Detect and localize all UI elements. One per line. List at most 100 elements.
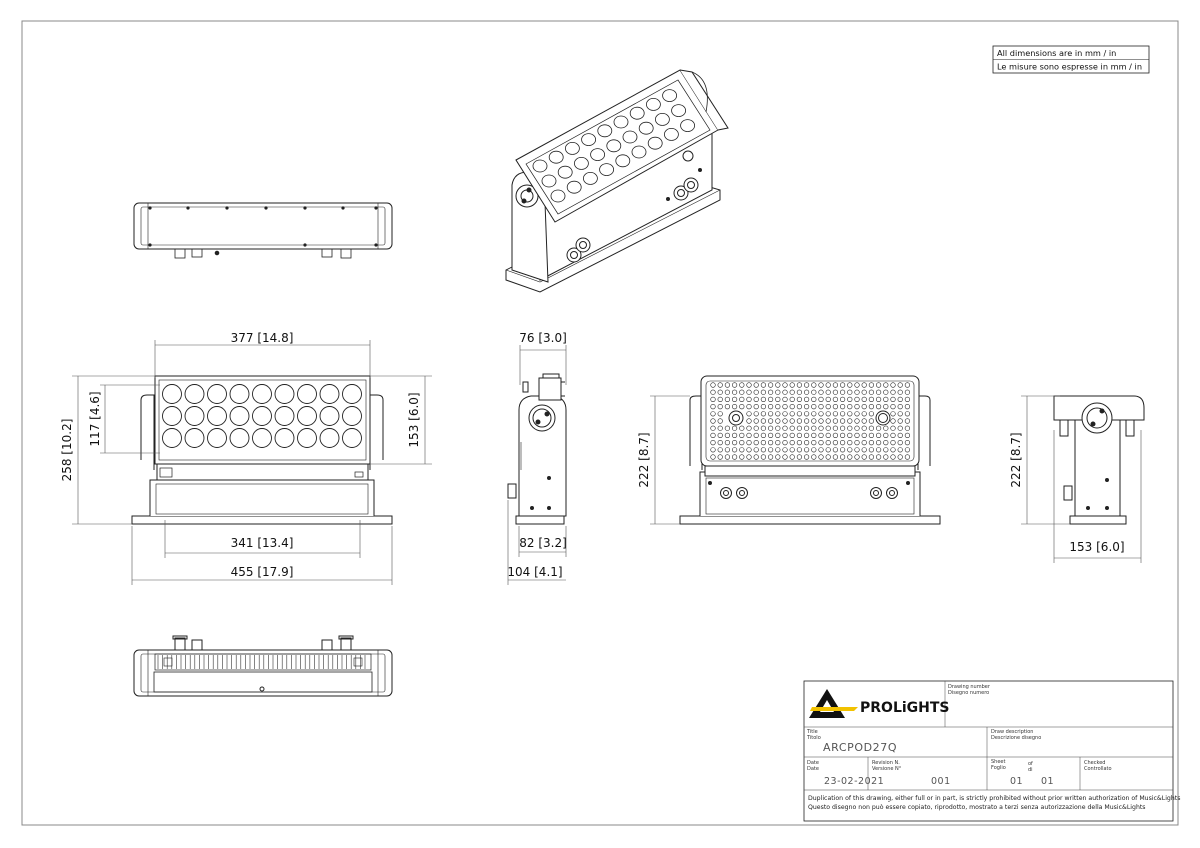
heatsink-pin <box>760 411 767 417</box>
heatsink-pin <box>818 404 824 410</box>
led-lens <box>297 406 317 426</box>
led-lens <box>229 406 250 426</box>
heatsink-pin <box>753 396 759 403</box>
title-label-it: Titolo <box>806 735 821 741</box>
brand-name: PROLiGHTS <box>860 700 950 716</box>
heatsink-pin <box>789 432 795 439</box>
heatsink-pin <box>839 411 846 417</box>
screw <box>264 206 268 210</box>
heatsink-pin <box>710 411 716 417</box>
heatsink-pin <box>883 382 889 388</box>
led-lens <box>565 141 580 155</box>
heatsink-pin <box>832 404 839 410</box>
heatsink-pin <box>796 425 803 431</box>
heatsink-pin <box>717 389 723 395</box>
heatsink-pin <box>782 396 788 403</box>
prolights-logo: PROLiGHTS <box>809 689 950 718</box>
screw <box>148 243 152 247</box>
led-lens <box>274 428 295 448</box>
heatsink-pin <box>760 447 767 453</box>
heatsink-pin <box>717 411 723 417</box>
screw <box>341 206 345 210</box>
screw <box>225 206 229 210</box>
heatsink-pin <box>890 418 896 424</box>
led-lens <box>342 384 362 404</box>
heatsink-pin <box>760 396 767 403</box>
heatsink-pin <box>868 425 875 431</box>
led-lens <box>252 406 272 426</box>
heatsink-pin <box>724 396 731 403</box>
led-lens <box>207 384 227 404</box>
heatsink-pin <box>753 432 759 439</box>
heatsink-pin <box>796 404 803 410</box>
screw <box>374 243 378 247</box>
heatsink-pin <box>717 432 723 439</box>
heatsink-pin <box>724 389 731 395</box>
heatsink-pin <box>796 382 803 388</box>
heatsink-pin <box>839 432 846 439</box>
led-lens <box>252 384 272 404</box>
heatsink-pin <box>746 418 752 424</box>
heatsink-pin <box>854 418 860 424</box>
led-lens <box>664 127 679 141</box>
heatsink-pin <box>767 382 774 388</box>
heatsink-pin <box>854 382 860 388</box>
heatsink-pin <box>775 425 781 431</box>
heatsink-pin <box>731 382 738 388</box>
heatsink-pin <box>789 411 795 417</box>
date-label-it: Date <box>807 766 819 772</box>
led-lens <box>550 189 566 203</box>
heatsink-pin <box>717 418 723 424</box>
heatsink-pin <box>832 418 839 424</box>
heatsink-pin <box>789 425 795 431</box>
sheet-border <box>21 20 1179 826</box>
heatsink-pin <box>789 454 795 460</box>
copyright-en: Duplication of this drawing, either full… <box>808 795 1180 802</box>
led-lens <box>629 106 645 120</box>
heatsink-pin <box>767 389 774 395</box>
heatsink-pin <box>796 447 803 453</box>
revision-label-en: Revision N. <box>872 760 900 766</box>
sheet-label-it: Foglio <box>991 765 1006 771</box>
led-lens <box>274 384 295 404</box>
heatsink-pin <box>803 440 810 446</box>
heatsink-pin <box>818 440 824 446</box>
heatsink-pin <box>904 396 911 403</box>
led-lens <box>541 174 557 188</box>
heatsink-pin <box>767 418 774 424</box>
led-lens <box>229 428 250 448</box>
heatsink-pin <box>897 425 903 431</box>
heatsink-pin <box>847 432 853 439</box>
heatsink-pin <box>710 418 716 424</box>
heatsink-pin <box>775 432 781 439</box>
heatsink-pin <box>739 396 745 403</box>
heatsink-pin <box>803 454 810 460</box>
heatsink-pin <box>861 404 867 410</box>
heatsink-pin <box>811 418 817 424</box>
heatsink-pin <box>818 447 824 453</box>
heatsink-pin <box>897 440 903 446</box>
heatsink-pin <box>825 382 831 388</box>
heatsink-pin <box>818 411 824 417</box>
side-dimensions <box>507 345 567 585</box>
heatsink-pin <box>753 404 759 410</box>
description-label-it: Descrizione disegno <box>991 735 1041 741</box>
heatsink-pin <box>782 432 788 439</box>
heatsink-pin <box>897 382 903 388</box>
heatsink-pin <box>717 425 723 431</box>
led-lens <box>207 406 227 426</box>
heatsink-pin <box>753 411 759 417</box>
heatsink-pin <box>825 389 831 395</box>
heatsink-pin <box>789 404 795 410</box>
heatsink-pin <box>847 396 853 403</box>
heatsink-pin <box>775 447 781 453</box>
heatsink-pin <box>717 382 723 388</box>
heatsink-pin <box>731 404 738 410</box>
heatsink-pin <box>717 440 723 446</box>
heatsink-pin <box>839 389 846 395</box>
heatsink-pin <box>724 404 731 410</box>
heatsink-pin <box>854 404 860 410</box>
heatsink-pin <box>739 425 745 431</box>
heatsink-pin <box>839 418 846 424</box>
